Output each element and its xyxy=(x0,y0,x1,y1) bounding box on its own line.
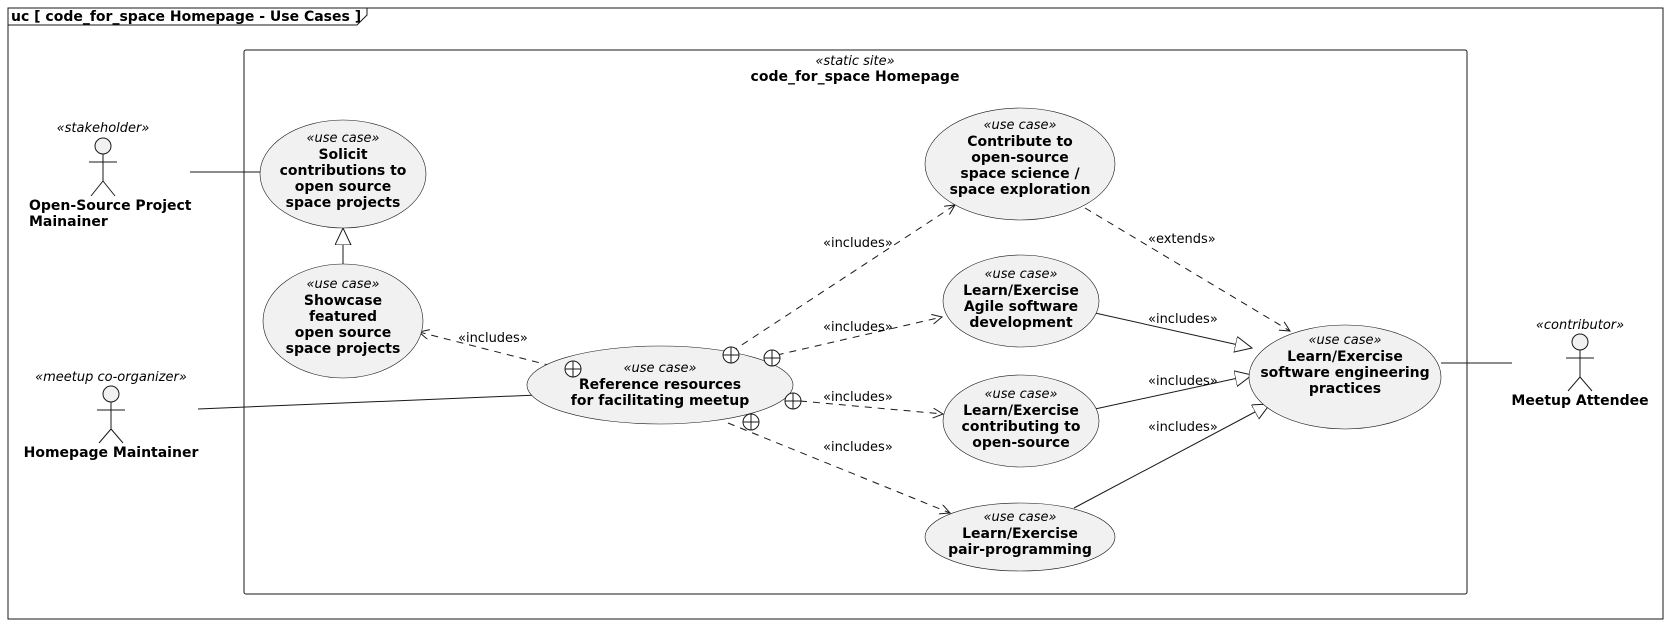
include-ref-agile xyxy=(763,317,942,359)
use-case-contribute-stereotype: «use case» xyxy=(983,118,1056,133)
use-case-showcase-stereotype: «use case» xyxy=(306,277,379,292)
include-anchor-showcase xyxy=(564,360,582,378)
use-case-contribute-line-4: space exploration xyxy=(950,182,1091,198)
use-case-contributing-line-2: contributing to xyxy=(962,419,1081,435)
actor-oss-name-1: Open-Source Project xyxy=(29,198,192,214)
actor-homepage-figure xyxy=(97,385,125,444)
use-case-swe xyxy=(1248,324,1442,430)
use-case-showcase-line-1: Showcase xyxy=(304,293,382,309)
label-contribute-swe: «extends» xyxy=(1148,232,1216,247)
use-case-swe-line-2: software engineering xyxy=(1260,365,1429,381)
label-ref-agile: «includes» xyxy=(823,320,893,335)
actor-attendee-figure xyxy=(1566,333,1594,392)
use-case-contribute-line-3: space science / xyxy=(960,166,1080,182)
actor-attendee-name: Meetup Attendee xyxy=(1511,393,1648,409)
include-ref-contribute xyxy=(730,205,955,353)
use-case-contribute-line-2: open-source xyxy=(971,150,1069,166)
use-case-solicit-line-4: space projects xyxy=(286,195,401,211)
use-case-showcase xyxy=(262,263,424,379)
use-case-contribute-line-1: Contribute to xyxy=(967,134,1073,150)
use-case-solicit-line-3: open source xyxy=(295,179,392,195)
include-agile-swe xyxy=(1094,312,1252,348)
system-stereotype: «static site» xyxy=(815,54,894,69)
actor-oss-stereotype: «stakeholder» xyxy=(57,121,150,136)
label-pair-swe: «includes» xyxy=(1148,420,1218,435)
use-case-showcase-line-3: open source xyxy=(295,325,392,341)
use-case-swe-stereotype: «use case» xyxy=(1308,333,1381,348)
extend-contribute-swe xyxy=(1084,207,1290,331)
use-case-agile xyxy=(942,254,1100,348)
include-ref-pair xyxy=(727,422,950,513)
system-boundary xyxy=(243,49,1468,595)
actor-homepage-name: Homepage Maintainer xyxy=(24,445,199,461)
use-case-showcase-line-4: space projects xyxy=(286,341,401,357)
actor-homepage-stereotype: «meetup co-organizer» xyxy=(35,370,187,385)
include-contributing-swe xyxy=(1094,375,1252,410)
frame-border xyxy=(7,7,1664,620)
use-case-reference-line-2: for facilitating meetup xyxy=(571,393,749,409)
use-case-pair xyxy=(924,502,1116,572)
include-ref-contributing xyxy=(799,400,943,414)
use-case-contributing-line-3: open-source xyxy=(972,435,1070,451)
use-case-pair-stereotype: «use case» xyxy=(983,510,1056,525)
label-ref-showcase: «includes» xyxy=(458,331,528,346)
use-case-showcase-line-2: featured xyxy=(309,309,377,325)
use-case-contributing xyxy=(942,374,1100,468)
use-case-agile-line-1: Learn/Exercise xyxy=(963,283,1079,299)
use-case-agile-line-2: Agile software xyxy=(964,299,1078,315)
use-case-swe-line-3: practices xyxy=(1309,381,1381,397)
include-anchor-contribute xyxy=(722,346,740,364)
use-case-reference xyxy=(526,345,794,425)
use-case-contributing-line-1: Learn/Exercise xyxy=(963,403,1079,419)
frame-title: uc [ code_for_space Homepage - Use Cases… xyxy=(11,9,361,25)
use-case-solicit-line-2: contributions to xyxy=(280,163,407,179)
use-case-agile-line-3: development xyxy=(969,315,1073,331)
include-anchor-agile xyxy=(763,349,781,367)
assoc-homepage-reference xyxy=(197,393,562,410)
use-case-swe-line-1: Learn/Exercise xyxy=(1287,349,1403,365)
actor-oss-name-2: Mainainer xyxy=(29,214,108,230)
actor-oss-figure xyxy=(89,137,117,197)
use-case-reference-stereotype: «use case» xyxy=(623,361,696,376)
label-contributing-swe: «includes» xyxy=(1148,374,1218,389)
label-ref-pair: «includes» xyxy=(823,440,893,455)
frame-tab xyxy=(8,8,368,26)
use-case-solicit xyxy=(259,119,427,229)
include-pair-swe xyxy=(1073,404,1270,509)
use-case-pair-line-1: Learn/Exercise xyxy=(962,526,1078,542)
label-ref-contributing: «includes» xyxy=(823,390,893,405)
include-anchor-pair xyxy=(742,413,760,431)
label-ref-contribute: «includes» xyxy=(823,236,893,251)
actor-attendee-stereotype: «contributor» xyxy=(1536,318,1624,333)
use-case-solicit-line-1: Solicit xyxy=(318,147,367,163)
system-name: code_for_space Homepage xyxy=(751,69,960,85)
use-case-pair-line-2: pair-programming xyxy=(948,542,1092,558)
use-case-solicit-stereotype: «use case» xyxy=(306,131,379,146)
include-anchor-contributing xyxy=(784,392,802,410)
use-case-reference-line-1: Reference resources xyxy=(579,377,741,393)
use-case-contributing-stereotype: «use case» xyxy=(984,387,1057,402)
label-agile-swe: «includes» xyxy=(1148,312,1218,327)
use-case-contribute xyxy=(924,107,1116,221)
use-case-agile-stereotype: «use case» xyxy=(984,267,1057,282)
